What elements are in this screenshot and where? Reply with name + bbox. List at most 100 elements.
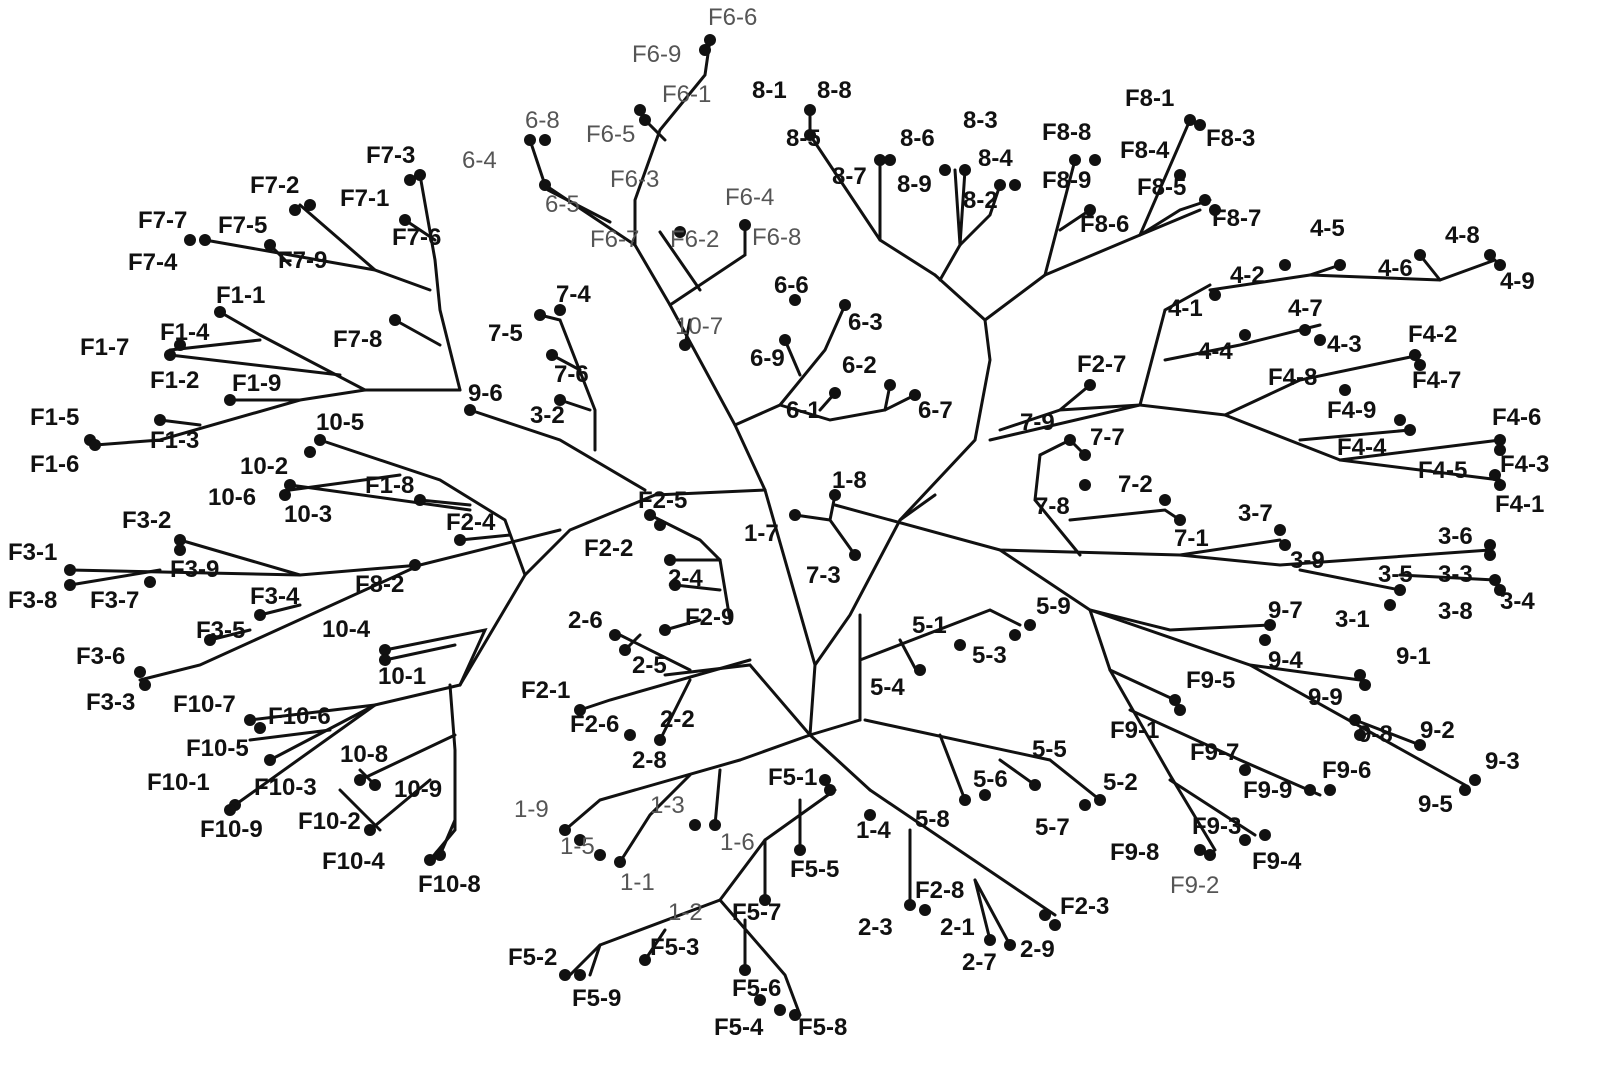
leaf-node-marker: [89, 439, 101, 451]
leaf-node-marker: [254, 722, 266, 734]
node-label: F5-9: [572, 985, 621, 1012]
leaf-node-marker: [144, 576, 156, 588]
leaf-node-marker: [559, 824, 571, 836]
tree-edge: [1163, 323, 1322, 362]
tree-edge: [998, 758, 1037, 787]
leaf-node-marker: [624, 729, 636, 741]
node-label: 10-5: [316, 409, 364, 436]
node-label: F2-2: [584, 535, 633, 562]
tree-edge: [983, 273, 1047, 322]
node-label: F9-7: [1190, 739, 1239, 766]
leaf-node-marker: [574, 834, 586, 846]
tree-edge: [138, 563, 422, 682]
tree-edge: [358, 733, 457, 782]
leaf-node-marker: [174, 534, 186, 546]
tree-edge: [208, 628, 252, 642]
leaf-node-marker: [909, 389, 921, 401]
node-label: 8-5: [786, 125, 821, 152]
node-label: F6-6: [708, 4, 757, 31]
leaf-node-marker: [979, 789, 991, 801]
node-label: F8-4: [1120, 137, 1170, 164]
leaf-node-marker: [1209, 204, 1221, 216]
leaf-node-marker: [574, 704, 586, 716]
node-label: 8-8: [817, 77, 852, 104]
tree-edge: [458, 488, 767, 687]
tree-edge: [1033, 453, 1082, 557]
leaf-node-marker: [399, 214, 411, 226]
tree-edge: [953, 168, 962, 247]
tree-edge: [546, 188, 612, 224]
node-label: F9-1: [1110, 717, 1159, 744]
node-label: 6-4: [462, 147, 497, 174]
leaf-node-marker: [1384, 599, 1396, 611]
node-label: F10-3: [254, 774, 317, 801]
tree-edge: [658, 678, 692, 742]
leaf-node-marker: [1354, 729, 1366, 741]
node-label: F3-8: [8, 587, 57, 614]
node-label: 1-1: [620, 869, 655, 896]
leaf-node-marker: [369, 779, 381, 791]
node-label: F5-6: [732, 975, 781, 1002]
leaf-node-marker: [574, 969, 586, 981]
tree-edge: [868, 788, 1057, 917]
tree-edge: [633, 243, 767, 492]
node-label: F7-1: [340, 185, 389, 212]
tree-edge: [1108, 668, 1217, 852]
tree-edge: [1058, 208, 1092, 232]
node-label: F1-8: [365, 472, 414, 499]
leaf-node-marker: [1194, 844, 1206, 856]
node-label: F10-1: [147, 769, 210, 796]
leaf-node-marker: [524, 134, 536, 146]
tree-edge: [633, 38, 712, 247]
node-label: 1-2: [668, 899, 703, 926]
tree-edge: [863, 718, 1052, 762]
leaf-node-marker: [794, 844, 806, 856]
node-label: 9-2: [1420, 717, 1455, 744]
tree-edge: [643, 928, 667, 962]
leaf-node-marker: [654, 519, 666, 531]
leaf-node-marker: [1279, 259, 1291, 271]
tree-edge: [383, 627, 488, 687]
node-label: F5-3: [650, 934, 699, 961]
node-label: 9-4: [1268, 647, 1303, 674]
node-label: 7-3: [806, 562, 841, 589]
tree-edge: [783, 338, 802, 377]
node-label: 8-1: [752, 77, 787, 104]
leaf-node-marker: [414, 494, 426, 506]
tree-edge: [1298, 428, 1412, 442]
node-label: 2-5: [632, 652, 667, 679]
leaf-node-marker: [1489, 469, 1501, 481]
node-label: F5-7: [732, 899, 781, 926]
tree-edge: [458, 533, 512, 542]
tree-edge: [738, 733, 812, 762]
leaf-node-marker: [904, 899, 916, 911]
node-label: 6-6: [774, 272, 809, 299]
leaf-node-marker: [554, 394, 566, 406]
tree-edge: [733, 303, 847, 427]
leaf-node-marker: [819, 774, 831, 786]
tree-edge: [1178, 548, 1492, 567]
node-label: F4-1: [1495, 491, 1544, 518]
leaf-node-marker: [864, 809, 876, 821]
leaf-node-marker: [1494, 479, 1506, 491]
leaf-node-marker: [1494, 259, 1506, 271]
tree-edge: [1353, 718, 1422, 747]
tree-edge: [1138, 118, 1192, 237]
node-label: F8-5: [1137, 174, 1186, 201]
node-label: 2-8: [632, 747, 667, 774]
leaf-node-marker: [1009, 179, 1021, 191]
tree-edge: [778, 393, 917, 422]
node-label: 6-5: [545, 191, 580, 218]
node-label: 2-1: [940, 914, 975, 941]
leaf-markers: [64, 34, 1506, 1021]
tree-edge: [288, 483, 472, 512]
leaf-node-marker: [689, 819, 701, 831]
node-label: 3-6: [1438, 523, 1473, 550]
node-label: F7-9: [278, 247, 327, 274]
leaf-node-marker: [464, 404, 476, 416]
tree-edge: [898, 493, 937, 522]
node-label: 4-6: [1378, 255, 1413, 282]
node-label: F4-7: [1412, 367, 1461, 394]
node-label: 4-9: [1500, 268, 1535, 295]
tree-edge: [338, 788, 382, 832]
